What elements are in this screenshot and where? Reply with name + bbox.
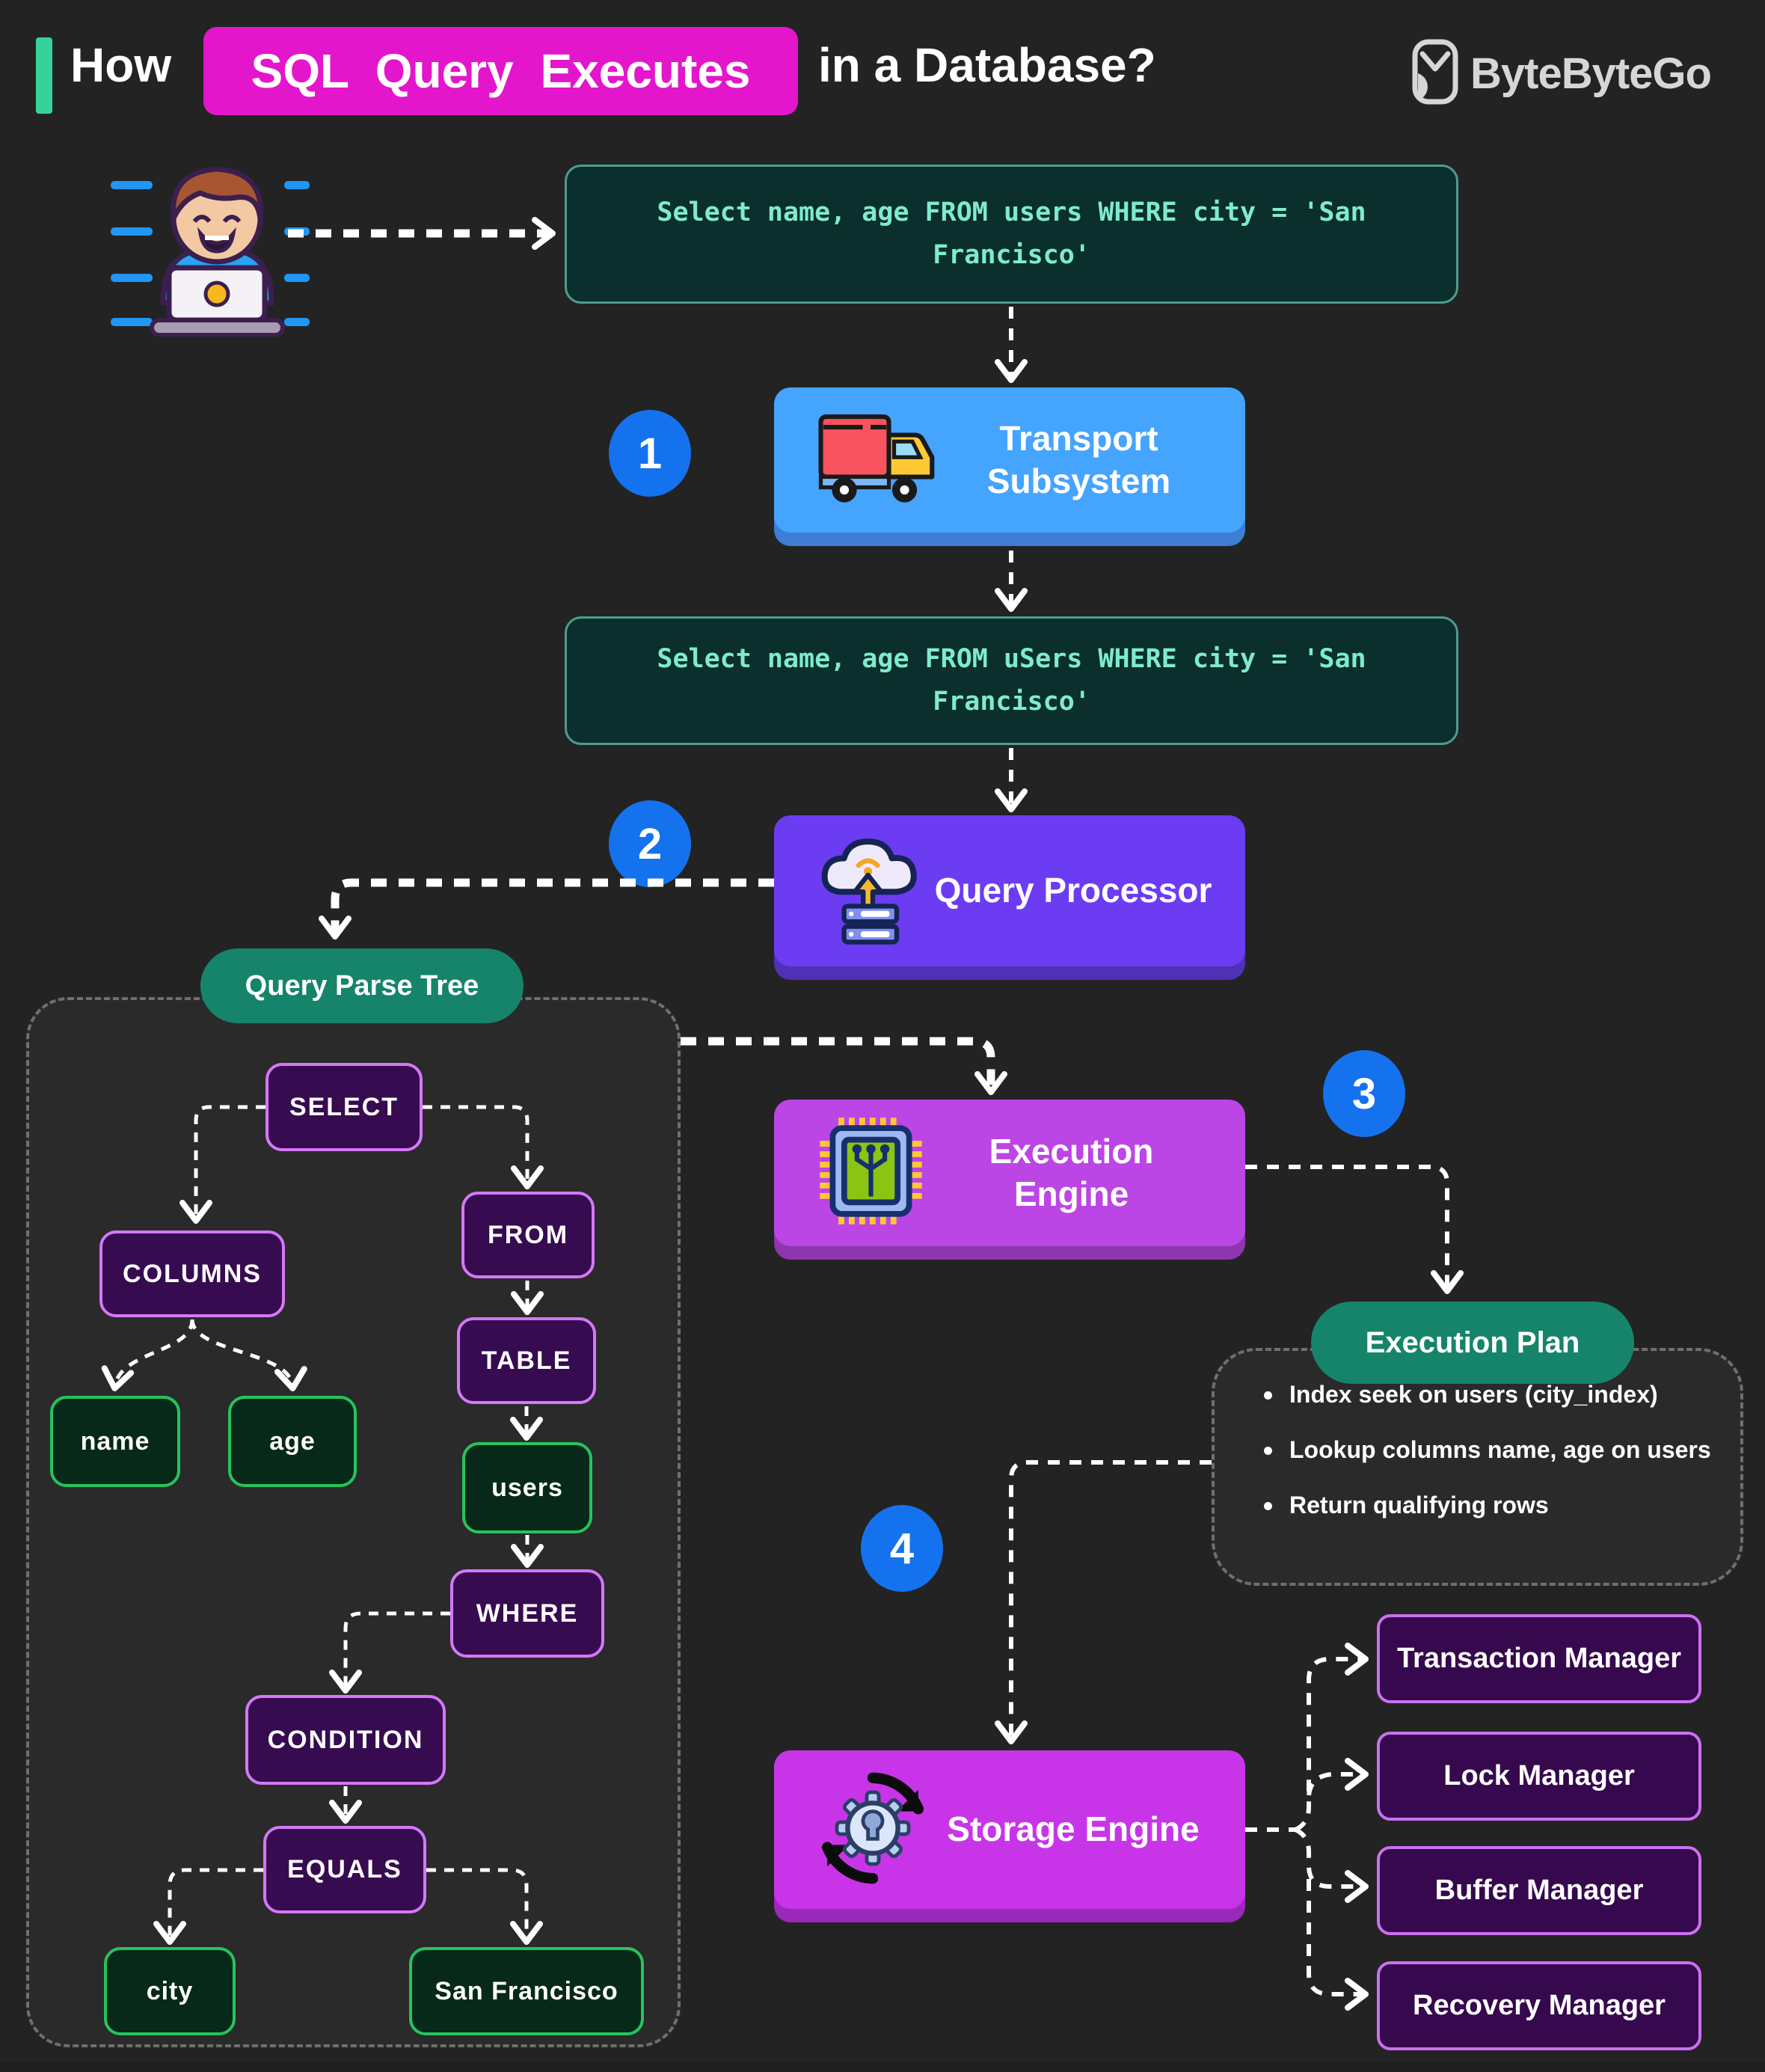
tree-node-from: FROM bbox=[461, 1192, 595, 1278]
gear-sync-icon bbox=[813, 1768, 933, 1892]
cloud-upload-server-icon bbox=[813, 830, 933, 953]
page-title-highlight: SQL Query Executes bbox=[203, 27, 798, 115]
sql-query-transported: Select name, age FROM uSers WHERE city =… bbox=[565, 616, 1458, 745]
execution-plan-list: Index seek on users (city_index) Lookup … bbox=[1241, 1381, 1728, 1547]
execution-plan-item: Lookup columns name, age on users bbox=[1241, 1436, 1728, 1464]
step-badge-1: 1 bbox=[609, 410, 691, 497]
brand-name: ByteByteGo bbox=[1470, 49, 1712, 98]
transport-subsystem-label: Transport Subsystem bbox=[986, 418, 1171, 501]
tree-node-condition: CONDITION bbox=[245, 1695, 446, 1785]
sql-query-original: Select name, age FROM users WHERE city =… bbox=[565, 165, 1458, 304]
tree-node-table: TABLE bbox=[457, 1317, 596, 1404]
lock-manager-box: Lock Manager bbox=[1377, 1732, 1701, 1821]
tree-node-columns: COLUMNS bbox=[99, 1230, 285, 1317]
storage-engine-box: Storage Engine bbox=[774, 1750, 1245, 1909]
execution-plan-title: Execution Plan bbox=[1311, 1302, 1634, 1384]
developer-at-laptop-icon bbox=[111, 150, 324, 340]
execution-plan-panel bbox=[1212, 1348, 1743, 1586]
execution-engine-box: Execution Engine bbox=[774, 1100, 1245, 1246]
brand-logo: ByteByteGo bbox=[1412, 39, 1712, 108]
tree-node-select: SELECT bbox=[265, 1063, 423, 1151]
execution-plan-item: Return qualifying rows bbox=[1241, 1492, 1728, 1519]
page-title-prefix: How bbox=[70, 38, 172, 92]
transaction-manager-box: Transaction Manager bbox=[1377, 1614, 1701, 1703]
recovery-manager-box: Recovery Manager bbox=[1377, 1961, 1701, 2050]
tree-node-users: users bbox=[462, 1442, 592, 1533]
step-badge-2: 2 bbox=[609, 800, 691, 887]
accent-bar bbox=[36, 37, 52, 114]
tree-node-where: WHERE bbox=[450, 1569, 604, 1658]
query-processor-box: Query Processor bbox=[774, 815, 1245, 966]
tree-node-equals: EQUALS bbox=[263, 1826, 426, 1913]
query-parse-tree-title: Query Parse Tree bbox=[200, 948, 524, 1023]
buffer-manager-box: Buffer Manager bbox=[1377, 1846, 1701, 1935]
truck-icon bbox=[813, 406, 944, 515]
tree-node-name: name bbox=[50, 1396, 180, 1487]
page-title-suffix: in a Database? bbox=[818, 38, 1156, 92]
query-processor-label: Query Processor bbox=[934, 871, 1212, 910]
step-badge-4: 4 bbox=[861, 1505, 943, 1592]
tree-node-age: age bbox=[228, 1396, 357, 1487]
bytebytego-logo-icon bbox=[1412, 39, 1458, 108]
execution-plan-item: Index seek on users (city_index) bbox=[1241, 1381, 1728, 1409]
tree-node-city: city bbox=[104, 1947, 236, 2035]
storage-engine-label: Storage Engine bbox=[947, 1809, 1200, 1849]
transport-subsystem-box: Transport Subsystem bbox=[774, 387, 1245, 533]
execution-engine-label: Execution Engine bbox=[989, 1131, 1154, 1214]
chip-icon bbox=[813, 1113, 929, 1233]
tree-node-san-francisco: San Francisco bbox=[409, 1947, 644, 2035]
footer-band bbox=[0, 2062, 1765, 2072]
step-badge-3: 3 bbox=[1323, 1050, 1405, 1137]
